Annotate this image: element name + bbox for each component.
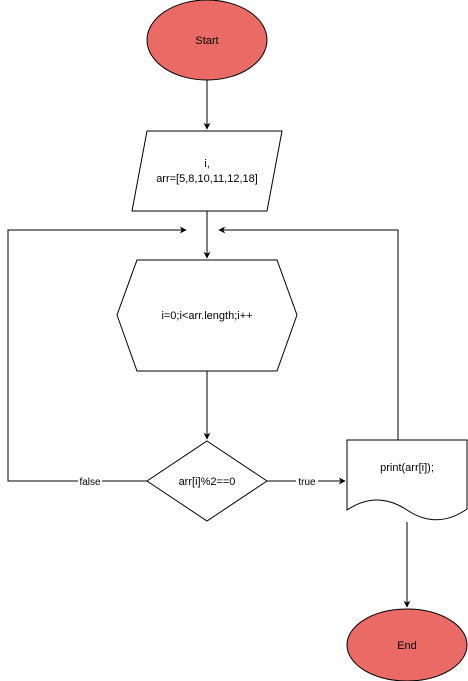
input-parallelogram (131, 130, 283, 212)
start-ellipse (146, 0, 268, 81)
start-label: Start (195, 35, 218, 47)
loop-label: i=0;i<arr.length;i++ (161, 310, 252, 322)
end-label: End (397, 640, 417, 652)
edge-label-false: false (79, 477, 101, 488)
decision-node: arr[i]%2==0 (146, 440, 268, 522)
end-ellipse (346, 608, 468, 681)
decision-label: arr[i]%2==0 (179, 476, 236, 488)
loop-hexagon (116, 259, 298, 372)
start-node: Start (146, 0, 268, 81)
loop-node: i=0;i<arr.length;i++ (116, 259, 298, 372)
end-node: End (346, 608, 468, 681)
output-label: print(arr[i]); (380, 462, 434, 474)
true-label-background (296, 475, 318, 487)
output-node: print(arr[i]); (346, 439, 468, 521)
edge-label-true: true (298, 477, 316, 488)
decision-diamond (146, 440, 268, 522)
edge-output-loopback (218, 226, 399, 440)
input-label-line-1: i, (204, 158, 210, 170)
output-document-shape (346, 439, 468, 521)
input-node: i, arr=[5,8,10,11,12,18] (131, 130, 283, 212)
false-label-background (78, 475, 102, 487)
input-label-line-2: arr=[5,8,10,11,12,18] (156, 173, 258, 185)
edge-false-loopback (7, 226, 187, 482)
